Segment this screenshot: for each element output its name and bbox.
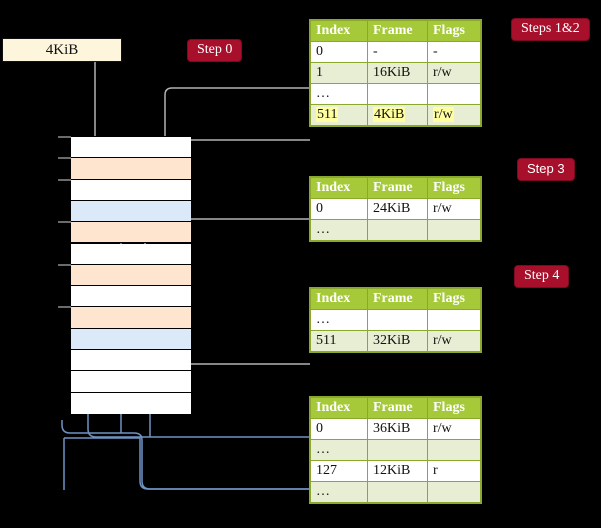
- table-row[interactable]: …: [310, 219, 481, 241]
- table-l1-r0-flags: -: [427, 41, 481, 63]
- table-l2-header-flags: Flags: [427, 177, 481, 199]
- table-row[interactable]: …: [310, 439, 481, 461]
- memory-cell-7: [71, 286, 191, 308]
- table-l1-r1-flags: r/w: [427, 62, 481, 84]
- table-l1-r3-flags: r/w: [427, 104, 481, 126]
- table-l2-r0-frame: 24KiB: [367, 198, 428, 220]
- table-l4-r3-frame: [367, 481, 428, 503]
- table-l4-r2-index: 127: [310, 460, 368, 482]
- memory-cell-1: [71, 158, 191, 180]
- memory-cell-6: [71, 264, 191, 287]
- table-l3-header-flags: Flags: [427, 288, 481, 310]
- memory-cell-10: [71, 350, 191, 372]
- table-l2-header-index: Index: [310, 177, 368, 199]
- memory-tick-8: [58, 306, 71, 309]
- badge-step4: Step 4: [515, 266, 569, 287]
- table-l4-r2-flags: r: [427, 460, 481, 482]
- highlighted-value: 4KiB: [373, 107, 406, 122]
- table-row[interactable]: 511 4KiB r/w: [310, 104, 481, 126]
- table-l1-r2-flags: [427, 83, 481, 105]
- table-l4-header-frame: Frame: [367, 397, 428, 419]
- table-l3-r0-frame: [367, 309, 428, 331]
- badge-step0: Step 0: [188, 40, 242, 61]
- memory-cell-12: [71, 392, 191, 414]
- table-l1-r0-frame: -: [367, 41, 428, 63]
- memory-tick-4: [58, 221, 71, 224]
- table-l3-r0-index: …: [310, 309, 368, 331]
- table-l2-r0-index: 0: [310, 198, 368, 220]
- memory-cell-8: [71, 307, 191, 329]
- table-l3-header-frame: Frame: [367, 288, 428, 310]
- table-l3-r0-flags: [427, 309, 481, 331]
- table-l4-r3-flags: [427, 481, 481, 503]
- table-l4-r0-flags: r/w: [427, 418, 481, 440]
- table-l4-header-index: Index: [310, 397, 368, 419]
- memory-cell-0: [71, 137, 191, 159]
- highlighted-value: r/w: [433, 107, 454, 122]
- badge-step3: Step 3: [518, 159, 574, 180]
- table-l2-r1-frame: [367, 219, 428, 241]
- memory-cell-11: [71, 371, 191, 393]
- table-l4-r2-frame: 12KiB: [367, 460, 428, 482]
- wire-l4-127-path: [61, 420, 310, 490]
- table-row[interactable]: …: [310, 481, 481, 503]
- highlighted-value: 511: [316, 107, 339, 122]
- table-l4-r1-frame: [367, 439, 428, 461]
- table-l3-r1-frame: 32KiB: [367, 330, 428, 352]
- table-l1-r0-index: 0: [310, 41, 368, 63]
- table-l1-r1-frame: 16KiB: [367, 62, 428, 84]
- badge-steps12: Steps 1&2: [512, 19, 589, 40]
- table-l2-r1-index: …: [310, 219, 368, 241]
- memory-cell-5: [71, 243, 191, 265]
- table-l4-r1-index: …: [310, 439, 368, 461]
- table-l1-r3-frame: 4KiB: [367, 104, 428, 126]
- memory-tick-1: [58, 157, 71, 160]
- table-l4-r0-index: 0: [310, 418, 368, 440]
- table-l2-header-frame: Frame: [367, 177, 428, 199]
- wire-l4-row127-seg: [64, 437, 310, 490]
- memory-tick-0: [58, 136, 71, 138]
- table-l4-r1-flags: [427, 439, 481, 461]
- memory-tick-2: [58, 178, 71, 181]
- table-l3-r1-index: 511: [310, 330, 368, 352]
- table-l1-r2-frame: [367, 83, 428, 105]
- table-l2-r0-flags: r/w: [427, 198, 481, 220]
- memory-cell-2: [71, 179, 191, 201]
- table-l4-header-flags: Flags: [427, 397, 481, 419]
- table-l4-r0-frame: 36KiB: [367, 418, 428, 440]
- table-l1-header-frame: Frame: [367, 20, 428, 42]
- table-l3-header-index: Index: [310, 288, 368, 310]
- table-l1-header-index: Index: [310, 20, 368, 42]
- table-row[interactable]: …: [310, 309, 481, 331]
- physical-memory-column: [70, 136, 191, 414]
- memory-tick-6: [58, 263, 71, 266]
- table-l2-r1-flags: [427, 219, 481, 241]
- table-row[interactable]: …: [310, 83, 481, 105]
- kib-box-label: 4KiB: [45, 41, 79, 58]
- table-row[interactable]: 0--: [310, 41, 481, 63]
- table-l1-r1-index: 1: [310, 62, 368, 84]
- table-l1-r2-index: …: [310, 83, 368, 105]
- table-l1-r3-index: 511: [310, 104, 368, 126]
- table-l1-header-flags: Flags: [427, 20, 481, 42]
- memory-cell-3: [71, 200, 191, 223]
- memory-cell-9: [71, 328, 191, 350]
- table-l4-r3-index: …: [310, 481, 368, 503]
- memory-cell-4: [71, 222, 191, 244]
- table-l3-r1-flags: r/w: [427, 330, 481, 352]
- phys-frame-4kib-box: 4KiB: [2, 38, 122, 62]
